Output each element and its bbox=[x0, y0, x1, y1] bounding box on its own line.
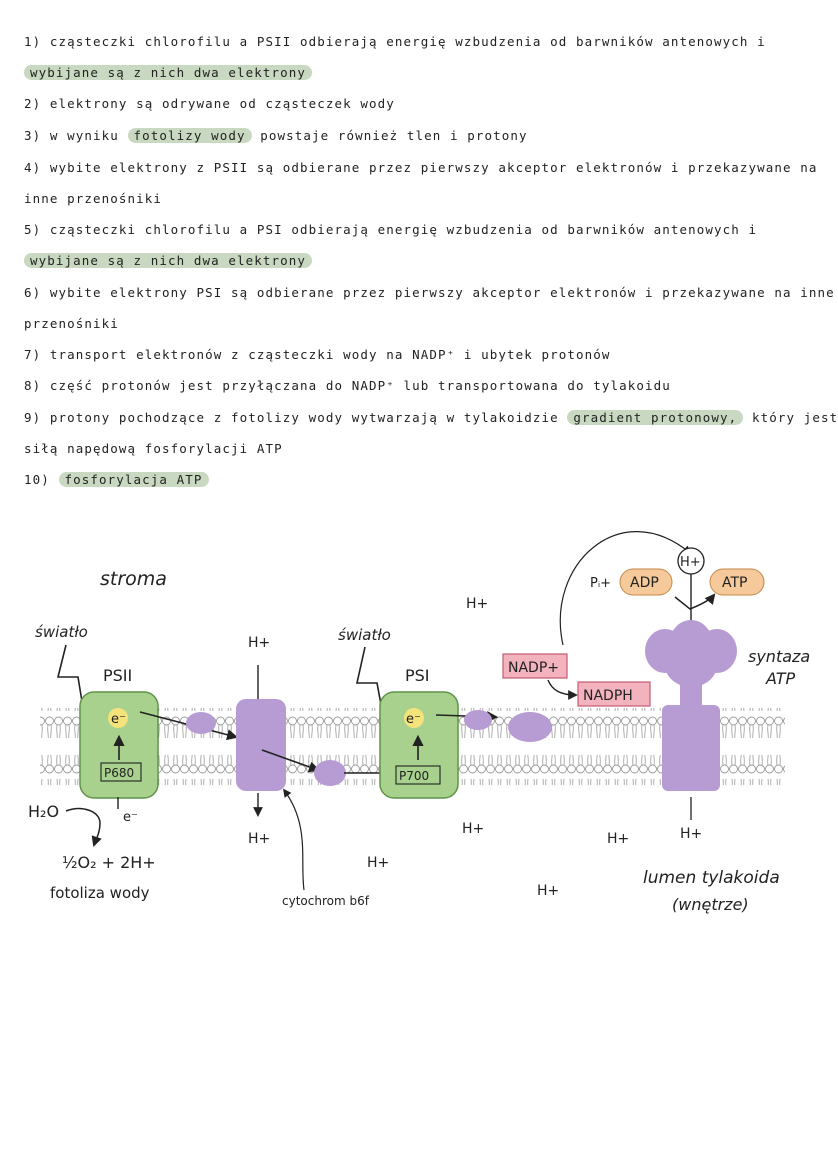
psi-label: PSI bbox=[405, 666, 430, 685]
note-text: przenośniki bbox=[24, 316, 119, 331]
note-text: który jest bbox=[743, 410, 838, 425]
note-text: 5) cząsteczki chlorofilu a PSI odbierają… bbox=[24, 222, 758, 237]
note-line: 1) cząsteczki chlorofilu a PSII odbieraj… bbox=[24, 34, 766, 49]
water-label: H₂O bbox=[28, 802, 59, 821]
note-line: 6) wybite elektrony PSI są odbierane prz… bbox=[24, 285, 835, 300]
note-line: przenośniki bbox=[24, 316, 119, 331]
note-line: wybijane są z nich dwa elektrony bbox=[24, 65, 313, 80]
cytochrome-pointer bbox=[282, 788, 305, 891]
adp-pill bbox=[619, 568, 673, 596]
nadp-plus-box bbox=[502, 653, 568, 679]
psii-electron: e⁻ bbox=[111, 712, 126, 727]
atp-pill bbox=[709, 568, 765, 596]
note-highlight: fotolizy wody bbox=[127, 128, 252, 143]
h-plus-synthase-bottom: H+ bbox=[680, 826, 702, 842]
stroma-label: stroma bbox=[100, 568, 167, 590]
pi-label: Pᵢ+ bbox=[590, 576, 611, 591]
note-text: 1) cząsteczki chlorofilu a PSII odbieraj… bbox=[24, 34, 766, 49]
note-text: 4) wybite elektrony z PSII są odbierane … bbox=[24, 160, 818, 175]
adp-to-atp-arrow bbox=[674, 593, 716, 610]
note-line: 8) część protonów jest przyłączana do NA… bbox=[24, 378, 671, 393]
psi-electron: e⁻ bbox=[406, 712, 421, 727]
h-plus-lumen-4: H+ bbox=[607, 831, 629, 847]
psii-label: PSII bbox=[103, 666, 132, 685]
note-text: 3) w wyniku bbox=[24, 128, 128, 143]
p700-box bbox=[395, 765, 441, 785]
plastocyanin-carrier bbox=[314, 760, 346, 786]
note-text: 6) wybite elektrony PSI są odbierane prz… bbox=[24, 285, 835, 300]
note-line: 10) fosforylacja ATP bbox=[24, 472, 209, 487]
nadp-to-nadph-arrow bbox=[547, 679, 578, 700]
note-line: 2) elektrony są odrywane od cząsteczek w… bbox=[24, 96, 395, 111]
note-line: 9) protony pochodzące z fotolizy wody wy… bbox=[24, 410, 838, 425]
photosynthesis-diagram: stroma światło światło PSII e⁻ P680 H₂O … bbox=[28, 531, 815, 914]
note-line: wybijane są z nich dwa elektrony bbox=[24, 253, 313, 268]
electron-label: e⁻ bbox=[123, 810, 138, 825]
ferredoxin-carrier bbox=[464, 710, 492, 730]
note-highlight: fosforylacja ATP bbox=[58, 472, 209, 487]
plastoquinone-carrier bbox=[186, 712, 216, 734]
note-line: 5) cząsteczki chlorofilu a PSI odbierają… bbox=[24, 222, 757, 237]
h-plus-lumen-1: H+ bbox=[367, 855, 389, 871]
h-plus-cyt-bottom: H+ bbox=[248, 831, 270, 847]
atp-label: ATP bbox=[722, 575, 747, 591]
psi-excited-center bbox=[404, 708, 424, 728]
h-plus-cyt-top: H+ bbox=[248, 635, 270, 651]
light-label-2: światło bbox=[338, 626, 391, 644]
nadph-label: NADPH bbox=[583, 688, 633, 704]
note-text: 9) protony pochodzące z fotolizy wody wy… bbox=[24, 410, 568, 425]
adp-label: ADP bbox=[630, 575, 659, 591]
note-line: 3) w wyniku fotolizy wody powstaje równi… bbox=[24, 128, 528, 143]
note-highlight: gradient protonowy, bbox=[567, 410, 744, 425]
p680-label: P680 bbox=[104, 766, 134, 780]
light-label-1: światło bbox=[35, 623, 88, 641]
note-line: siłą napędową fosforylacji ATP bbox=[24, 441, 283, 456]
note-text: 2) elektrony są odrywane od cząsteczek w… bbox=[24, 96, 395, 111]
psii-excited-center bbox=[108, 708, 128, 728]
synthase-label-text-2: ATP bbox=[765, 669, 796, 688]
electron-path-2 bbox=[261, 749, 321, 773]
note-highlight: wybijane są z nich dwa elektrony bbox=[24, 253, 313, 268]
p700-label: P700 bbox=[399, 769, 429, 783]
oxygen-protons-label: ½O₂ + 2H+ bbox=[62, 853, 156, 872]
synthase-label-text: syntaza bbox=[748, 647, 810, 666]
lumen-sub-label: (wnętrze) bbox=[672, 895, 749, 914]
note-text: 8) część protonów jest przyłączana do NA… bbox=[24, 378, 671, 393]
h-plus-lumen-2: H+ bbox=[462, 821, 484, 837]
h-plus-stroma-1: H+ bbox=[466, 596, 488, 612]
photolysis-label: fotoliza wody bbox=[50, 884, 150, 902]
synthase-label: syntaza ATP bbox=[748, 647, 815, 688]
note-text: inne przenośniki bbox=[24, 191, 163, 206]
note-line: 7) transport elektronów z cząsteczki wod… bbox=[24, 347, 611, 362]
nadph-box bbox=[577, 681, 651, 707]
cytochrome-label: cytochrom b6f bbox=[282, 894, 370, 908]
nadp-plus-label: NADP+ bbox=[508, 660, 559, 676]
note-text: 10) bbox=[24, 472, 59, 487]
note-line: 4) wybite elektrony z PSII są odbierane … bbox=[24, 160, 818, 175]
p680-box bbox=[100, 762, 142, 782]
water-arrow bbox=[65, 807, 102, 847]
note-text: siłą napędową fosforylacji ATP bbox=[24, 441, 283, 456]
proton-return-arrow bbox=[559, 531, 692, 646]
h-plus-lumen-3: H+ bbox=[537, 883, 559, 899]
atp-synthase bbox=[645, 620, 737, 791]
note-line: inne przenośniki bbox=[24, 191, 162, 206]
lumen-label: lumen tylakoida bbox=[643, 868, 780, 888]
note-highlight: wybijane są z nich dwa elektrony bbox=[24, 65, 313, 80]
nadp-reductase bbox=[508, 712, 552, 742]
note-text: 7) transport elektronów z cząsteczki wod… bbox=[24, 347, 611, 362]
cytochrome-b6f-complex bbox=[236, 699, 286, 791]
note-text: powstaje również tlen i protony bbox=[251, 128, 528, 143]
h-plus-synthase-top: H+ bbox=[680, 555, 701, 570]
